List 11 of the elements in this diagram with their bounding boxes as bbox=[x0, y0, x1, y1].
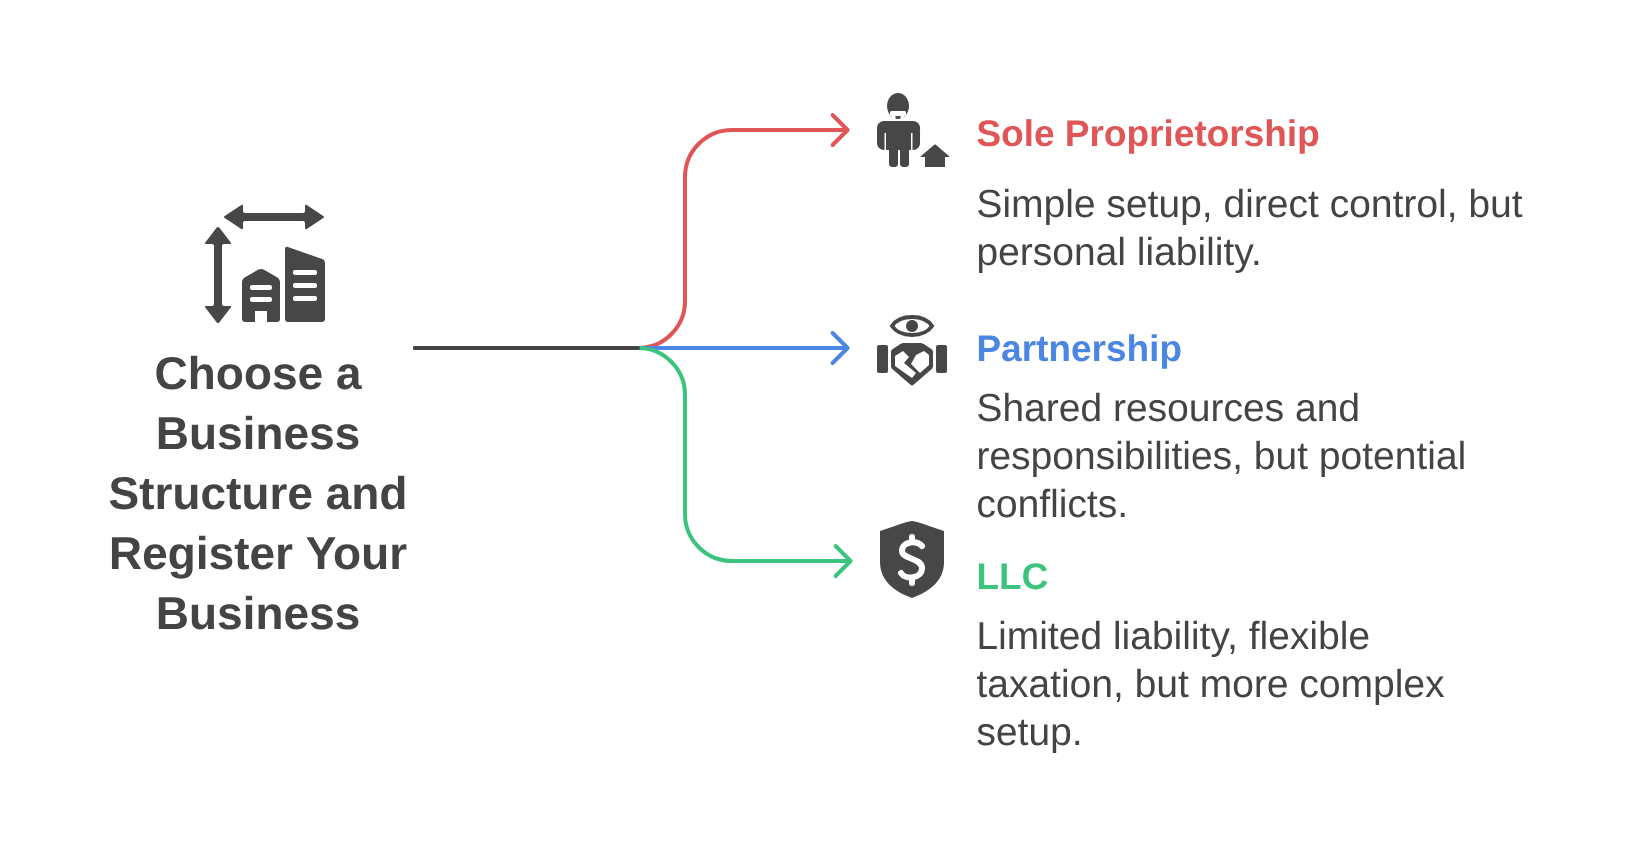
option-heading: Sole Proprietorship bbox=[977, 119, 1319, 154]
shield-dollar-icon bbox=[880, 521, 944, 598]
main-heading: Choose a Business Structure and Register Your Business bbox=[109, 355, 407, 630]
option-heading: Partnership bbox=[978, 334, 1181, 369]
option-description: Simple setup, direct control, but personal liability. bbox=[978, 188, 1523, 274]
connector-line bbox=[412, 346, 640, 350]
option-description: Shared resources and responsibilities, but potential conflicts. bbox=[978, 392, 1464, 518]
person-house-icon bbox=[877, 93, 950, 167]
eye-handshake-icon bbox=[877, 315, 947, 386]
option-description: Limited liability, flexible taxation, but more complex setup. bbox=[977, 620, 1445, 754]
option-heading: LLC bbox=[978, 563, 1048, 590]
